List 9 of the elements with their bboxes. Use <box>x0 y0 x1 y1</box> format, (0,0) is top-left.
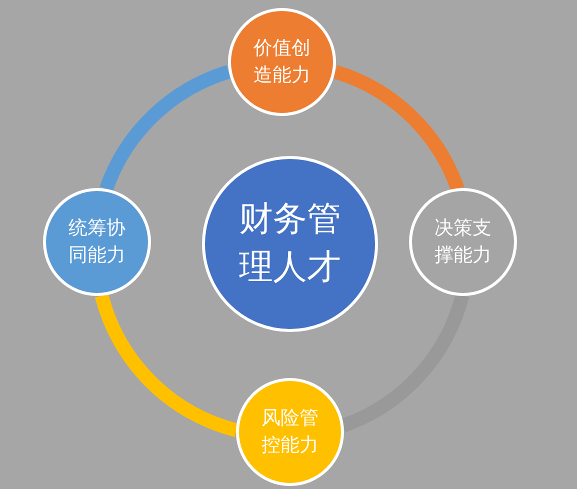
ring-arc <box>340 293 469 432</box>
ring-arc <box>333 65 464 192</box>
circle-label: 财务管理人才 <box>238 198 342 289</box>
circle-label: 决策支撑能力 <box>434 216 492 268</box>
circle-label: 统筹协同能力 <box>68 216 126 268</box>
circle-label: 价值创造能力 <box>252 36 312 88</box>
ring-arc <box>100 65 231 192</box>
circle-label: 风险管控能力 <box>260 406 320 458</box>
ring-arc <box>95 294 239 437</box>
